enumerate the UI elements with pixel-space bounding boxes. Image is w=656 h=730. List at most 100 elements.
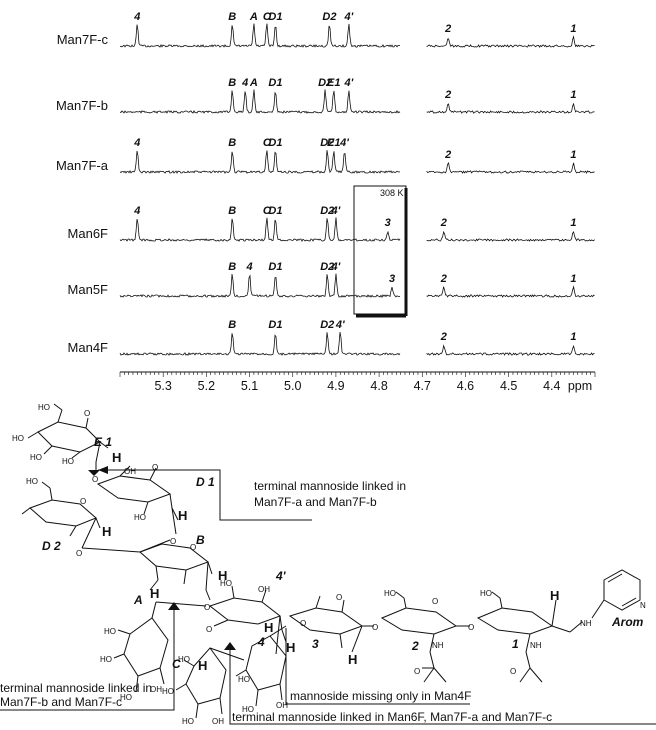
peak-label: 1 [570, 217, 576, 229]
d2-hydroxyl-top: HO [26, 477, 38, 486]
residue-3-ring [288, 595, 374, 653]
3-o-link: O [300, 619, 306, 628]
peak-label: E1 [327, 77, 340, 89]
residue-label-4prime: 4' [275, 569, 287, 583]
pyridine-ring [591, 569, 641, 619]
a-hydroxyl-1: HO [104, 627, 116, 636]
1-amine-nh: NH [580, 619, 592, 628]
e1-hydroxyl-left: HO [12, 434, 24, 443]
man4f-annotation-bracket [285, 628, 470, 705]
3-ring-o: O [336, 593, 342, 602]
peak-label: E1 [327, 137, 340, 149]
4-hydroxyl-3: OH [276, 701, 288, 710]
peak-label: 4' [339, 137, 349, 149]
inset-temperature: 308 K [380, 188, 404, 198]
c-anomeric-h: H [198, 658, 207, 673]
spectrum-trace [426, 344, 595, 356]
peak-label: 4' [331, 205, 341, 217]
residue-a-ring [113, 601, 207, 693]
pyridine-n: N [640, 601, 646, 610]
axis-tick-label: 5.0 [284, 379, 301, 393]
axis-tick-label: 4.6 [457, 379, 474, 393]
2-glycosidic-o: O [468, 623, 474, 632]
e1-annotation-line1: terminal mannoside linked in [254, 479, 406, 493]
glycan-structure: HO HO HO HO O E 1 H O terminal mannoside… [0, 403, 656, 726]
a-anomeric-h: H [150, 586, 159, 601]
peak-label: 4' [343, 11, 353, 23]
axis-tick-label: 4.4 [543, 379, 560, 393]
residue-4prime-ring [208, 585, 287, 655]
residue-c-ring [175, 647, 245, 719]
2-hydroxyl: HO [384, 589, 396, 598]
1-h: H [550, 588, 559, 603]
a-hydroxyl-2: HO [100, 655, 112, 664]
residue-label-arom: Arom [611, 615, 644, 629]
peak-label: 4' [335, 319, 345, 331]
peak-label: D2 [318, 77, 332, 89]
b-ring-o: O [190, 543, 196, 552]
residue-b-ring [139, 543, 213, 601]
residue-label-1: 1 [512, 637, 519, 651]
d1-anomeric-h: H [178, 508, 187, 523]
inset-frame [353, 185, 407, 315]
peak-label: 1 [570, 273, 576, 285]
spectrum-trace [119, 23, 401, 48]
spectrum-trace [119, 332, 401, 356]
spectrum-trace [119, 89, 401, 114]
spectrum-trace [119, 273, 401, 298]
c-hydroxyl-1: HO [178, 655, 190, 664]
residue-label-d2: D 2 [42, 539, 61, 553]
peak-label: D1 [268, 11, 282, 23]
3-glycosidic-o: O [372, 623, 378, 632]
b-anomeric-h: H [218, 568, 227, 583]
peak-label: 4 [133, 137, 140, 149]
a-wedge-arrow [168, 602, 180, 610]
e1-wedge-arrow [88, 470, 100, 476]
peak-label: B [228, 77, 236, 89]
residue-2-ring [380, 591, 470, 683]
peak-label: 4' [331, 261, 341, 273]
peak-label: D2 [320, 205, 334, 217]
2-ring-o: O [432, 597, 438, 606]
a-annotation-bracket [0, 610, 175, 711]
residue-label-a: A [133, 593, 143, 607]
2-acetyl-o: O [414, 667, 420, 676]
a-hydroxyl-3: HO [120, 693, 132, 702]
peak-label: 2 [440, 217, 447, 229]
peak-label: B [228, 137, 236, 149]
c-annotation: terminal mannoside linked in Man6F, Man7… [232, 710, 552, 724]
c-hydroxyl-2: HO [162, 687, 174, 696]
e1-annotation-line2: Man7F-a and Man7F-b [254, 495, 377, 509]
d1-hydroxyl-2: HO [134, 513, 146, 522]
peak-label: 3 [389, 273, 395, 285]
spectrum-trace [426, 285, 595, 298]
e1-glycosidic-o: O [92, 475, 98, 484]
peak-label: 3 [385, 217, 391, 229]
e1-hydroxyl-bottom: HO [30, 453, 42, 462]
residue-label-3: 3 [312, 637, 319, 651]
a-hydroxyl-4: OH [150, 685, 162, 694]
peak-label: A [249, 77, 258, 89]
1-hydroxyl: HO [480, 589, 492, 598]
axis-tick-label: 4.7 [414, 379, 431, 393]
e1-ring-oxygen: O [84, 409, 90, 418]
peak-label: 1 [570, 23, 576, 35]
e1-hydroxyl-top: HO [38, 403, 50, 412]
peak-label: B [228, 11, 236, 23]
peak-label: 1 [570, 89, 576, 101]
residue-label-4: 4 [257, 635, 265, 649]
peak-label: C [263, 205, 272, 217]
man4f-annotation: mannoside missing only in Man4F [290, 689, 471, 703]
peak-label: 2 [444, 23, 451, 35]
peak-label: B [228, 205, 236, 217]
axis-tick-label: 4.9 [327, 379, 344, 393]
peak-label: D2 [320, 137, 334, 149]
peak-label: D2 [322, 11, 336, 23]
peak-label: 4' [343, 77, 353, 89]
